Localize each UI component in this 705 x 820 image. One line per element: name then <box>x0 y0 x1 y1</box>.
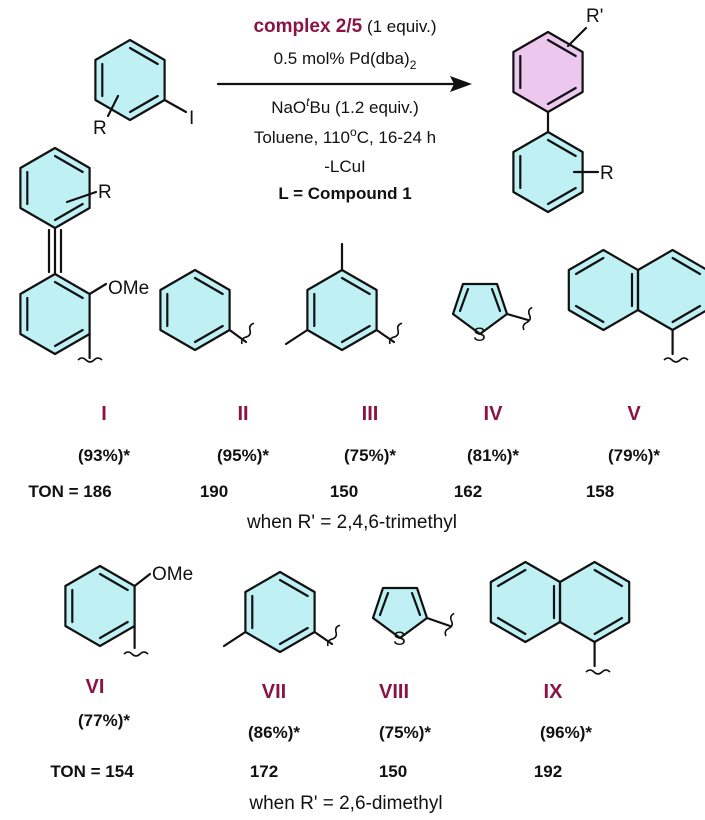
compound-label: IX <box>544 681 564 703</box>
condition-line-3: NaOtBu (1.2 equiv.) <box>271 95 419 117</box>
ton-value: TON = 154 <box>50 762 134 781</box>
reaction-arrow <box>216 76 472 92</box>
ton-value: 150 <box>379 762 407 781</box>
structure-VIII: S <box>371 586 457 650</box>
ton-value: 190 <box>200 482 228 501</box>
reaction-conditions: complex 2/5 (1 equiv.) 0.5 mol% Pd(dba)2… <box>253 16 436 203</box>
yield-value: (93%)* <box>78 446 130 465</box>
ton-value: 162 <box>454 482 482 501</box>
yield-value: (81%)* <box>467 446 519 465</box>
yield-value: (95%)* <box>217 446 269 465</box>
r-substituent: R <box>93 118 107 139</box>
compound-label: II <box>237 403 248 425</box>
yield-value: (77%)* <box>78 711 130 730</box>
ton-value: 192 <box>534 762 562 781</box>
yield-value: (96%)* <box>540 723 592 742</box>
methoxy-group-VI: OMe <box>152 564 193 585</box>
structure-IV: S <box>451 282 535 346</box>
structure-V <box>567 248 705 363</box>
compound-label: I <box>101 403 107 425</box>
compound-label: III <box>362 403 379 425</box>
compound-label: IV <box>484 403 504 425</box>
compound-label: VIII <box>379 681 409 703</box>
compound-label: V <box>627 403 641 425</box>
structure-III <box>284 242 405 352</box>
row1-labels: I II III IV V (93%)* (95%)* (75%)* (81%)… <box>28 403 660 533</box>
row2-labels: VI VII VIII IX (77%)* (86%)* (75%)* (96%… <box>50 676 592 814</box>
condition-line-6: L = Compound 1 <box>278 184 411 203</box>
ton-value: 158 <box>586 482 614 501</box>
yield-value: (75%)* <box>344 446 396 465</box>
structure-VII <box>222 570 343 654</box>
yield-value: (75%)* <box>379 723 431 742</box>
yield-value: (86%)* <box>248 723 300 742</box>
condition-line-2: 0.5 mol% Pd(dba)2 <box>274 49 417 72</box>
ton-value: TON = 186 <box>28 482 111 501</box>
methoxy-group: OMe <box>108 278 149 299</box>
ton-value: 172 <box>250 762 278 781</box>
condition-line-5: -LCuI <box>324 157 366 176</box>
condition-line-4: Toluene, 110oC, 16-24 h <box>254 125 436 147</box>
compound-label: VII <box>262 681 286 703</box>
compound-label: VI <box>86 676 105 698</box>
ton-value: 150 <box>330 482 358 501</box>
row1-condition-note: when R' = 2,4,6-trimethyl <box>246 512 457 533</box>
condition-line-1: complex 2/5 (1 equiv.) <box>253 16 436 37</box>
iodine-atom: I <box>189 108 194 129</box>
r-substituent-product: R <box>600 163 614 184</box>
row2-condition-note: when R' = 2,6-dimethyl <box>248 793 442 814</box>
r-prime-substituent: R' <box>586 6 603 27</box>
reactant-aryl-iodide: I R <box>93 38 194 139</box>
structure-I: R OMe <box>19 146 149 363</box>
structure-IX <box>489 560 631 675</box>
product-biaryl: R' R <box>512 6 614 214</box>
r-substituent-alkyne-aryl: R <box>98 182 112 203</box>
structure-II <box>159 268 257 352</box>
yield-value: (79%)* <box>608 446 660 465</box>
sulfur-atom-IV: S <box>473 325 486 346</box>
structure-VI: OMe <box>64 564 193 657</box>
sulfur-atom-VIII: S <box>393 629 406 650</box>
